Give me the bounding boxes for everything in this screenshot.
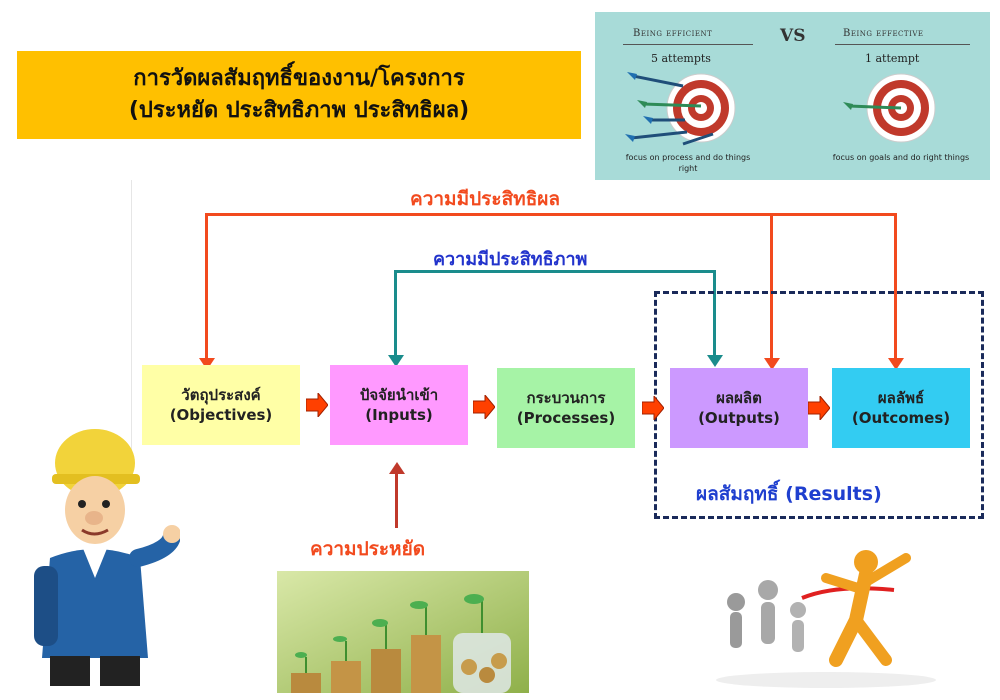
title-line-2: (ประหยัด ประสิทธิภาพ ประสิทธิผล) bbox=[128, 98, 470, 123]
efficient-underline bbox=[623, 44, 753, 45]
coins-plants-illustration bbox=[277, 571, 529, 693]
outputs-thai: ผลผลิต bbox=[716, 389, 762, 407]
outcomes-thai: ผลลัพธ์ bbox=[877, 389, 925, 407]
arrowhead-outputs-teal bbox=[707, 355, 723, 367]
results-label: ผลสัมฤทธิ์ (Results) bbox=[696, 483, 882, 505]
left-divider bbox=[131, 180, 132, 480]
economy-arrow-shaft bbox=[395, 472, 398, 528]
effective-heading: Being effective bbox=[843, 28, 924, 39]
effective-attempts: 1 attempt bbox=[865, 52, 920, 65]
engineer-illustration bbox=[34, 429, 180, 686]
effective-caption: focus on goals and do right things bbox=[832, 153, 970, 162]
objectives-thai: วัตถุประสงค์ bbox=[181, 386, 261, 404]
effective-target-icon bbox=[843, 73, 936, 143]
outputs-box: ผลผลิต (Outputs) bbox=[670, 368, 808, 448]
effectiveness-outputs-drop bbox=[770, 213, 773, 361]
title-banner: การวัดผลสัมฤทธิ์ของงาน/โครงการ (ประหยัด … bbox=[17, 51, 581, 139]
race-winner-illustration bbox=[716, 550, 936, 688]
objectives-box: วัตถุประสงค์ (Objectives) bbox=[142, 365, 300, 445]
outcomes-en: (Outcomes) bbox=[851, 409, 951, 427]
inputs-en: (Inputs) bbox=[365, 406, 433, 424]
efficient-heading: Being efficient bbox=[633, 28, 713, 39]
economy-arrowhead bbox=[389, 462, 405, 474]
effectiveness-left-drop bbox=[205, 213, 208, 361]
flow-arrow-icon bbox=[473, 395, 495, 419]
efficiency-top-line bbox=[394, 270, 716, 273]
processes-thai: กระบวนการ bbox=[526, 389, 606, 407]
effectiveness-outcomes-drop bbox=[894, 213, 897, 361]
flow-arrow-icon bbox=[808, 396, 830, 420]
effectiveness-label: ความมีประสิทธิผล bbox=[410, 188, 561, 210]
processes-box: กระบวนการ (Processes) bbox=[497, 368, 635, 448]
arrowhead-outputs-red bbox=[764, 358, 780, 370]
vs-label: VS bbox=[780, 26, 806, 46]
efficient-target-icon bbox=[625, 72, 736, 146]
outcomes-box: ผลลัพธ์ (Outcomes) bbox=[832, 368, 970, 448]
efficient-attempts: 5 attempts bbox=[651, 52, 711, 65]
efficiency-outputs-drop bbox=[713, 270, 716, 358]
flow-arrow-icon bbox=[642, 396, 664, 420]
arrowhead-outcomes bbox=[888, 358, 904, 370]
outputs-en: (Outputs) bbox=[698, 409, 780, 427]
arrowhead-objectives bbox=[199, 358, 215, 370]
flow-arrow-icon bbox=[306, 393, 328, 417]
efficient-caption: focus on process and do things right bbox=[625, 153, 751, 173]
arrowhead-inputs bbox=[388, 355, 404, 367]
objectives-en: (Objectives) bbox=[169, 406, 273, 424]
inputs-thai: ปัจจัยนำเข้า bbox=[359, 386, 439, 404]
economy-label: ความประหยัด bbox=[310, 538, 426, 560]
title-line-1: การวัดผลสัมฤทธิ์ของงาน/โครงการ bbox=[133, 66, 465, 91]
effectiveness-top-line bbox=[205, 213, 897, 216]
inputs-box: ปัจจัยนำเข้า (Inputs) bbox=[330, 365, 468, 445]
efficiency-inputs-drop bbox=[394, 270, 397, 358]
efficient-vs-effective-panel: Being efficient VS Being effective 5 att… bbox=[595, 12, 990, 180]
effective-underline bbox=[835, 44, 970, 45]
efficiency-label: ความมีประสิทธิภาพ bbox=[433, 249, 588, 270]
processes-en: (Processes) bbox=[516, 409, 616, 427]
